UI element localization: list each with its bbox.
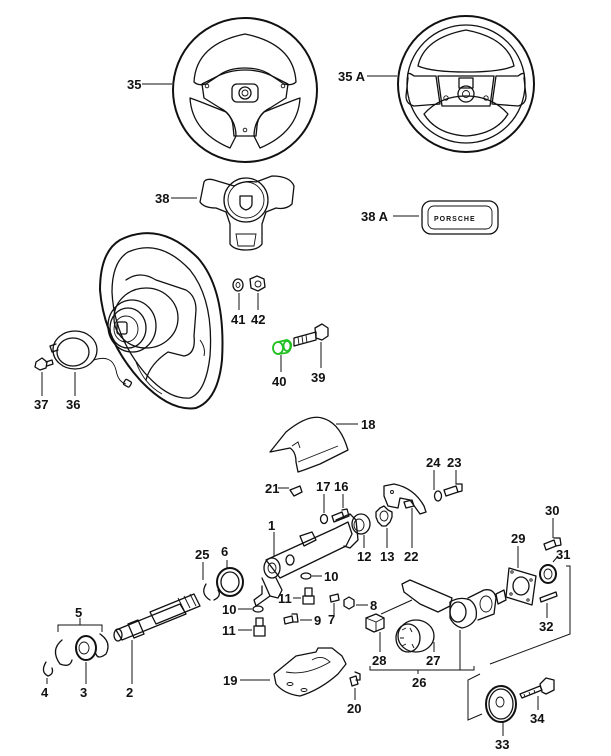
part-11-stud-lower[interactable] <box>253 617 266 637</box>
label-11-upper[interactable]: 11 <box>278 591 292 606</box>
label-29[interactable]: 29 <box>511 531 525 546</box>
part-5-circlip-right[interactable] <box>95 633 109 658</box>
part-29-gasket-plate[interactable] <box>505 567 537 606</box>
part-10-washer-upper[interactable] <box>300 572 312 580</box>
label-19[interactable]: 19 <box>223 673 237 688</box>
part-4-circlip[interactable] <box>42 661 54 677</box>
part-27-ignition-switch[interactable] <box>395 619 435 653</box>
label-38[interactable]: 38 <box>155 191 169 206</box>
label-8[interactable]: 8 <box>370 598 377 613</box>
label-38a[interactable]: 38 A <box>361 209 389 224</box>
part-6-ring[interactable] <box>216 567 244 597</box>
label-10-upper[interactable]: 10 <box>324 569 338 584</box>
label-31[interactable]: 31 <box>556 547 570 562</box>
part-22-bracket[interactable] <box>383 483 427 515</box>
label-35[interactable]: 35 <box>127 77 141 92</box>
part-38-horn-pad[interactable] <box>199 175 295 251</box>
part-41-washer[interactable] <box>232 278 244 292</box>
label-17[interactable]: 17 <box>316 479 330 494</box>
part-40-bushing-highlighted[interactable] <box>272 339 293 355</box>
label-39[interactable]: 39 <box>311 370 325 385</box>
label-9[interactable]: 9 <box>314 613 321 628</box>
part-25-circlip[interactable] <box>203 583 220 601</box>
label-28[interactable]: 28 <box>372 653 386 668</box>
label-21[interactable]: 21 <box>265 481 279 496</box>
label-18[interactable]: 18 <box>361 417 375 432</box>
part-30-screw[interactable] <box>543 537 562 551</box>
label-10-lower[interactable]: 10 <box>222 602 236 617</box>
part-24-washer[interactable] <box>433 490 443 502</box>
label-22[interactable]: 22 <box>404 549 418 564</box>
part-33-cap-ring[interactable] <box>485 685 517 723</box>
part-31-seal-ring[interactable] <box>539 564 557 584</box>
part-2-steering-shaft[interactable] <box>113 593 201 642</box>
part-17-washer[interactable] <box>319 513 329 525</box>
part-19-lower-shroud[interactable] <box>273 647 347 697</box>
label-41[interactable]: 41 <box>231 312 245 327</box>
part-23-screw[interactable] <box>443 483 463 497</box>
part-7-pin[interactable] <box>329 593 340 603</box>
label-35a[interactable]: 35 A <box>338 69 366 84</box>
part-37-screw[interactable] <box>34 357 54 371</box>
part-13-star-ring[interactable] <box>375 505 393 527</box>
label-32[interactable]: 32 <box>539 619 553 634</box>
label-1[interactable]: 1 <box>268 518 275 533</box>
label-24[interactable]: 24 <box>426 455 441 470</box>
porsche-badge-text: PORSCHE <box>434 216 476 223</box>
part-12-bearing[interactable] <box>351 513 371 535</box>
part-35a-steering-wheel[interactable] <box>397 15 535 153</box>
label-20[interactable]: 20 <box>347 701 361 716</box>
part-20-screw[interactable] <box>349 671 361 687</box>
part-8-nut[interactable] <box>343 596 355 610</box>
label-16[interactable]: 16 <box>334 479 348 494</box>
part-28-switch[interactable] <box>365 613 385 633</box>
label-26[interactable]: 26 <box>412 675 426 690</box>
part-35-steering-wheel[interactable] <box>172 17 318 163</box>
part-18-upper-shroud[interactable] <box>269 416 349 473</box>
label-37[interactable]: 37 <box>34 397 48 412</box>
part-11-stud-upper[interactable] <box>302 587 315 605</box>
part-16-screw[interactable] <box>331 508 350 523</box>
part-32-pin[interactable] <box>539 591 558 603</box>
label-40[interactable]: 40 <box>272 374 286 389</box>
label-34[interactable]: 34 <box>530 711 545 726</box>
part-10-washer-lower[interactable] <box>252 605 264 613</box>
part-36-contact-ring[interactable] <box>49 330 133 388</box>
part-39-bolt[interactable] <box>293 323 329 347</box>
label-27[interactable]: 27 <box>426 653 440 668</box>
part-38a-porsche-pad[interactable]: PORSCHE <box>421 200 499 235</box>
part-26-lock-housing[interactable] <box>401 579 507 629</box>
part-21-clip[interactable] <box>289 485 303 497</box>
part-34-key[interactable] <box>519 677 555 699</box>
label-36[interactable]: 36 <box>66 397 80 412</box>
label-25[interactable]: 25 <box>195 547 209 562</box>
steering-wheel-hub-assembly[interactable] <box>99 232 224 410</box>
part-1-column-tube[interactable] <box>253 513 359 607</box>
part-42-nut[interactable] <box>249 275 266 292</box>
label-13[interactable]: 13 <box>380 549 394 564</box>
label-11-lower[interactable]: 11 <box>222 623 236 638</box>
label-12[interactable]: 12 <box>357 549 371 564</box>
label-3[interactable]: 3 <box>80 685 87 700</box>
label-23[interactable]: 23 <box>447 455 461 470</box>
label-7[interactable]: 7 <box>328 612 335 627</box>
label-6[interactable]: 6 <box>221 544 228 559</box>
label-42[interactable]: 42 <box>251 312 265 327</box>
label-33[interactable]: 33 <box>495 737 509 752</box>
label-5[interactable]: 5 <box>75 605 82 620</box>
part-5-circlip-left[interactable] <box>54 639 73 666</box>
label-2[interactable]: 2 <box>126 685 133 700</box>
part-3-bearing[interactable] <box>75 635 97 661</box>
part-9-screw[interactable] <box>283 613 299 625</box>
label-30[interactable]: 30 <box>545 503 559 518</box>
part-5-bearing-set-bracket <box>57 618 103 632</box>
label-4[interactable]: 4 <box>41 685 49 700</box>
